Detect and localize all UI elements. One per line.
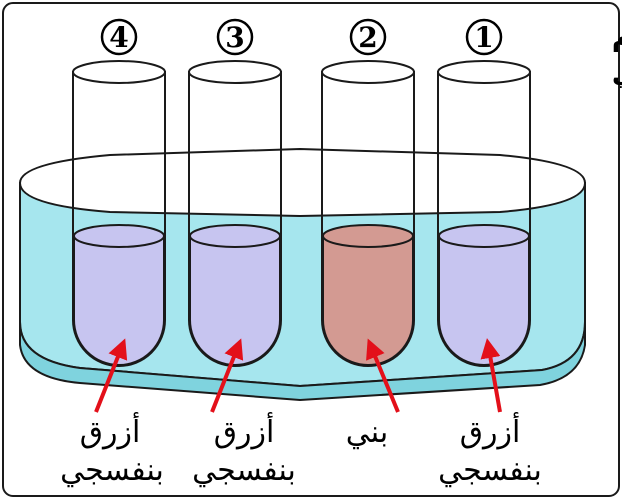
tube-2-number: 2 <box>358 21 377 54</box>
tube-2-liquid-surface <box>322 224 414 248</box>
tube-1-label-line2: بنفسجي <box>438 453 542 488</box>
tube-3-liquid <box>189 235 281 366</box>
bath-label-line2: معدني <box>612 59 622 88</box>
tube-3-label-line2: بنفسجي <box>192 453 296 488</box>
tube-4-liquid-surface <box>73 224 165 248</box>
tube-2-number-circle <box>349 18 387 56</box>
tube-3-liquid-surface <box>189 224 281 248</box>
tube-4-label-line2: بنفسجي <box>60 453 164 488</box>
tube-1-label-line1: أزرق <box>460 411 521 450</box>
arrow-tube-1 <box>480 338 502 413</box>
arrow-tube-3 <box>210 338 244 413</box>
tube-4-number-circle <box>100 18 138 56</box>
tube-4-mouth <box>72 60 166 84</box>
tube-4-liquid <box>73 235 165 366</box>
tube-1-mouth <box>437 60 531 84</box>
arrow-tube-2 <box>366 338 400 413</box>
tube-3-number-circle <box>216 18 254 56</box>
tube-2-label-line1: بني <box>346 415 388 450</box>
bath-top-rim <box>18 147 587 218</box>
color-labels: أزرق بنفسجي أزرق بنفسجي بني أزرق بنفسجي <box>60 411 542 488</box>
tube-2-liquid <box>322 235 414 366</box>
arrows <box>94 338 502 413</box>
bath-label: حمام معدني <box>612 23 622 88</box>
tube-3-label-line1: أزرق <box>214 411 275 450</box>
tube-liquids <box>73 224 530 366</box>
arrow-tube-4 <box>94 338 128 413</box>
tube-1-number: 1 <box>474 21 493 54</box>
tube-numbers: 4 3 2 1 <box>100 18 503 56</box>
tube-4-label-line1: أزرق <box>80 411 141 450</box>
tube-3-number: 3 <box>225 21 244 54</box>
tube-3-mouth <box>188 60 282 84</box>
tube-4-number: 4 <box>109 21 128 54</box>
bath-bottom-rim <box>19 321 586 402</box>
bath-label-line1: حمام <box>612 23 622 52</box>
tube-1-liquid-surface <box>438 224 530 248</box>
tube-1-number-circle <box>465 18 503 56</box>
tube-2-mouth <box>321 60 415 84</box>
tube-1-liquid <box>438 235 530 366</box>
